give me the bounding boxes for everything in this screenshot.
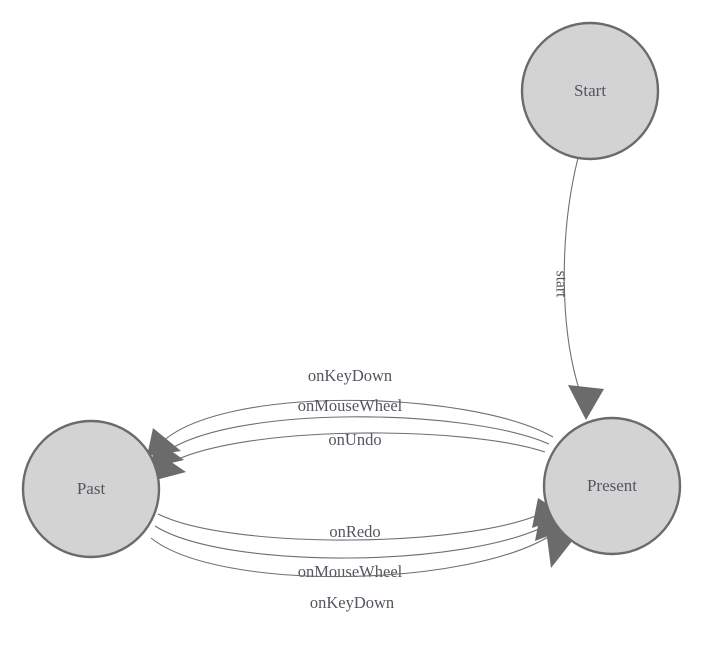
edge-group: start onKeyDown onMouseWheel onUndo: [147, 157, 604, 612]
node-present[interactable]: Present: [542, 416, 682, 556]
edge-present-to-past-onundo[interactable]: onUndo: [152, 430, 546, 481]
edge-present-to-past-onkeydown[interactable]: onKeyDown: [147, 366, 554, 456]
node-past-circle: [21, 419, 161, 559]
edge-path-start-present: [563, 157, 583, 399]
edge-past-to-present-onkeydown[interactable]: onKeyDown: [150, 522, 573, 612]
edge-path-undo-undo: [162, 432, 546, 468]
edge-past-to-present-onmousewheel[interactable]: onMouseWheel: [154, 510, 569, 581]
edge-label-redo-redo: onRedo: [329, 522, 380, 541]
edge-path-undo-mousewheel: [161, 416, 550, 456]
node-start[interactable]: Start: [520, 21, 660, 161]
edge-past-to-present-onredo[interactable]: onRedo: [157, 498, 566, 541]
arrowhead-undo-undo: [152, 453, 186, 481]
edge-label-redo-mousewheel: onMouseWheel: [298, 562, 403, 581]
node-group: Start Past Present: [21, 21, 682, 559]
node-present-label: Present: [587, 476, 637, 495]
edge-label-redo-keydown: onKeyDown: [310, 593, 394, 612]
arrowhead-redo-mousewheel: [535, 510, 569, 541]
node-past[interactable]: Past: [21, 419, 161, 559]
arrowhead-start-present: [568, 385, 604, 420]
edge-present-to-past-onmousewheel[interactable]: onMouseWheel: [150, 396, 550, 468]
edge-start-to-present[interactable]: start: [552, 157, 604, 420]
edge-path-redo-keydown: [150, 533, 554, 578]
node-start-label: Start: [574, 81, 606, 100]
edge-label-start: start: [552, 271, 569, 298]
edge-path-redo-redo: [157, 511, 546, 541]
edge-path-undo-keydown: [159, 399, 554, 445]
edge-path-redo-mousewheel: [154, 523, 550, 559]
node-start-circle: [520, 21, 660, 161]
edge-label-undo-mousewheel: onMouseWheel: [298, 396, 403, 415]
edge-label-undo-undo: onUndo: [328, 430, 381, 449]
edge-label-undo-keydown: onKeyDown: [308, 366, 392, 385]
node-past-label: Past: [77, 479, 106, 498]
node-present-circle: [542, 416, 682, 556]
arrowhead-redo-keydown: [545, 522, 573, 568]
